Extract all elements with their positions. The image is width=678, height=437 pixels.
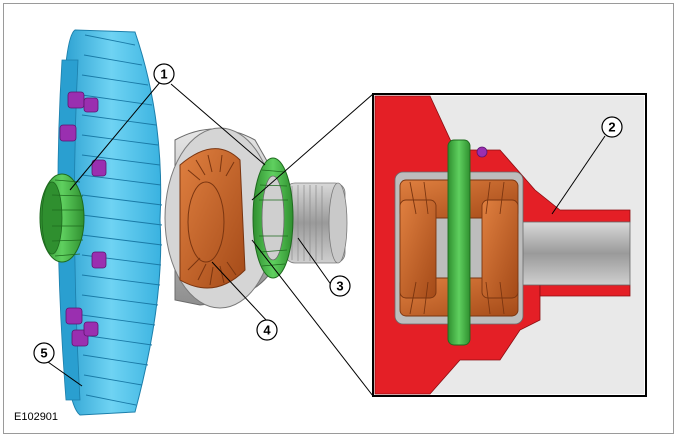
callout-1-label: 1 <box>160 67 167 82</box>
callout-2: 2 <box>601 116 623 138</box>
callout-4-label: 4 <box>263 323 271 338</box>
figure-id: E102901 <box>14 411 59 423</box>
ring-gear-bolts <box>59 91 107 347</box>
callout-4: 4 <box>256 319 278 341</box>
right-bearing <box>252 157 294 279</box>
callout-3-label: 3 <box>336 279 343 294</box>
output-shaft <box>284 182 348 264</box>
differential-gears <box>179 148 246 289</box>
callout-3: 3 <box>329 275 351 297</box>
figure-frame <box>3 3 674 434</box>
left-bearing <box>39 173 85 263</box>
callout-1: 1 <box>153 63 175 85</box>
inset-detail <box>372 93 647 397</box>
callout-5-label: 5 <box>40 346 47 361</box>
main-assembly <box>39 29 348 416</box>
callout-leaders <box>47 80 606 397</box>
ring-gear <box>57 29 163 416</box>
callout-5: 5 <box>33 342 55 364</box>
callout-2-label: 2 <box>608 120 615 135</box>
